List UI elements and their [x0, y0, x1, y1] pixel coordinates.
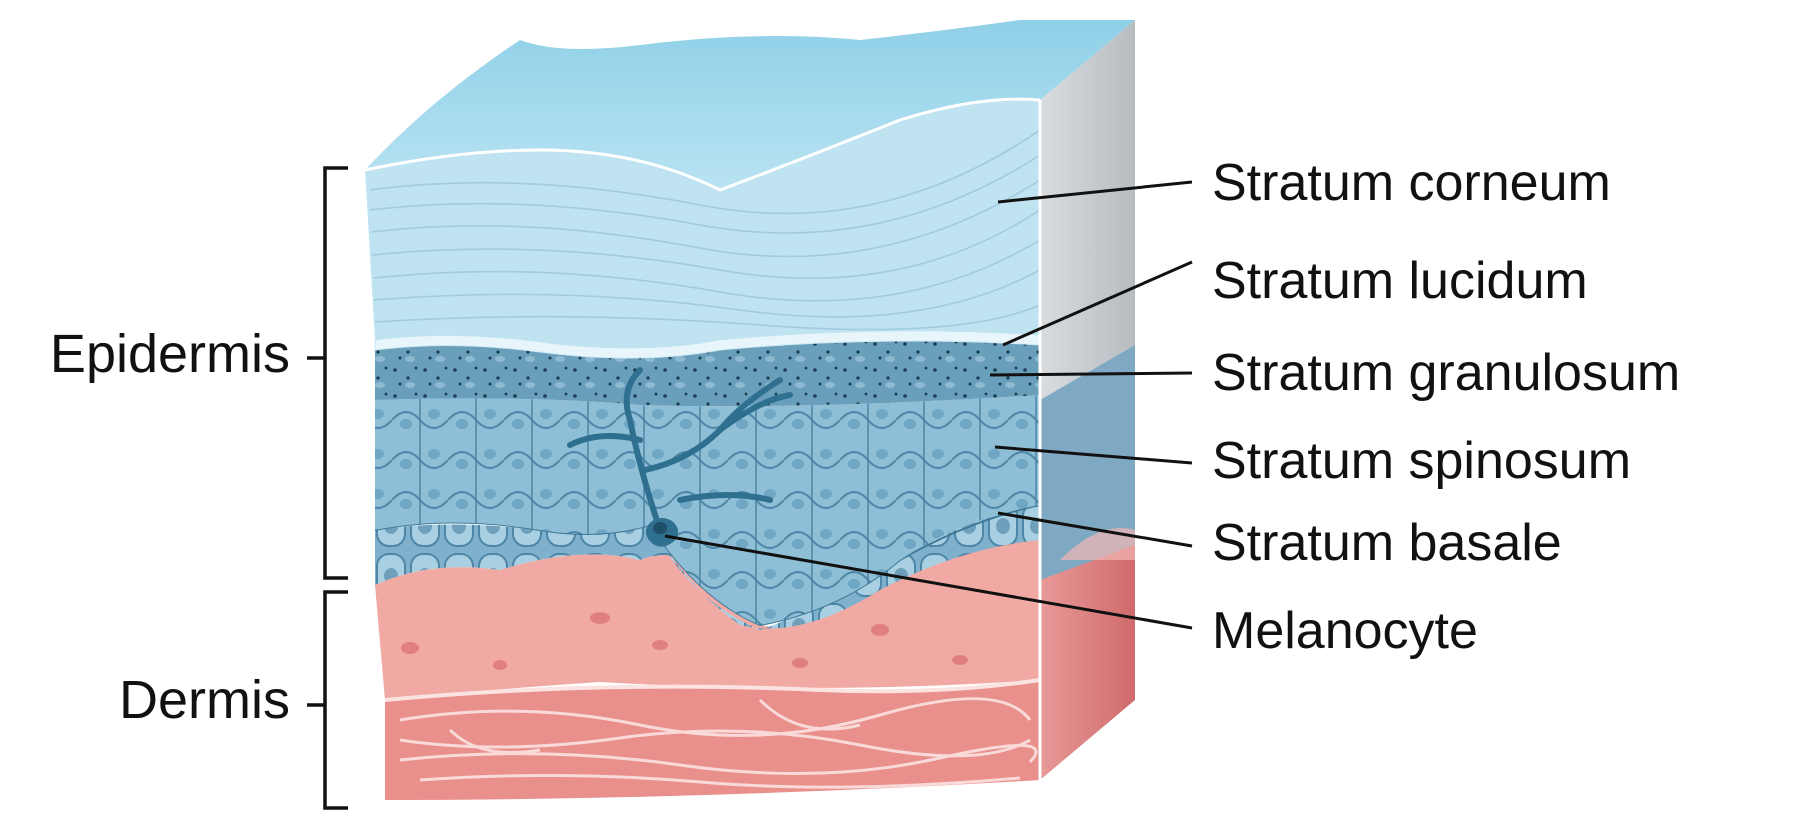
label-stratum-basale: Stratum basale	[1212, 514, 1562, 572]
dermis-bracket	[307, 592, 348, 808]
leader-granulosum	[990, 373, 1192, 375]
label-stratum-corneum: Stratum corneum	[1212, 154, 1611, 212]
label-stratum-lucidum: Stratum lucidum	[1212, 252, 1588, 310]
epidermis-label: Epidermis	[50, 324, 290, 384]
dermis-label: Dermis	[119, 670, 290, 730]
label-melanocyte: Melanocyte	[1212, 602, 1478, 660]
epidermis-bracket	[307, 168, 348, 578]
block-side-face	[1040, 20, 1135, 780]
dermis-reticular-layer	[385, 680, 1040, 800]
label-stratum-spinosum: Stratum spinosum	[1212, 432, 1631, 490]
label-stratum-granulosum: Stratum granulosum	[1212, 344, 1680, 402]
